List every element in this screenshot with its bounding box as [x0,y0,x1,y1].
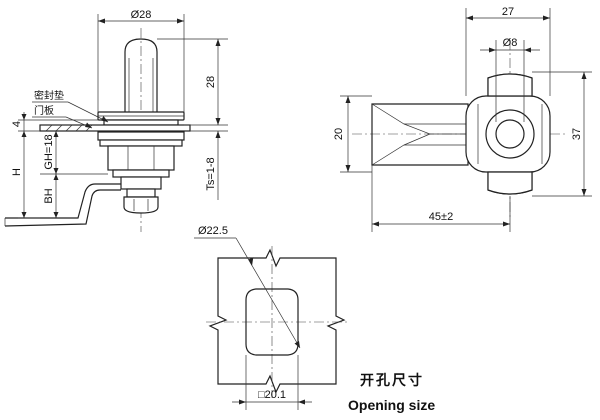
dim-h: H [11,168,23,176]
front-view: 27 Ø8 20 37 45±2 [333,6,592,232]
panel-breakline [208,248,346,394]
dim-opening-flat: □20.1 [258,389,286,401]
dim-height-right: 37 [571,128,583,140]
gasket [103,119,179,126]
dim-dia-top: Ø28 [131,9,152,21]
dim-gh: GH=18 [43,134,55,169]
cam [5,183,121,219]
hex-nut [107,145,175,171]
key-circle [485,109,535,159]
mounting-nut [97,131,185,141]
label-gasket: 密封垫 [34,89,64,102]
label-door-panel: 门板 [34,104,54,117]
dim-gasket-thickness: 4 [11,121,23,127]
dim-width-top: 27 [502,6,514,18]
shaft [120,176,162,190]
screw [126,188,156,198]
dim-ts: Ts=1-8 [205,157,217,190]
dim-stem-height: 28 [205,76,217,88]
dim-dia-small: Ø8 [503,37,518,49]
opening-size-view: Ø22.5 □20.1 开孔尺寸 Opening size [194,225,435,413]
cam-bar [371,103,469,166]
dim-height-left: 20 [333,128,345,140]
dim-opening-dia: Ø22.5 [198,225,228,237]
opening-title-en: Opening size [348,397,435,413]
dim-bh: BH [43,188,55,203]
opening-title-cn: 开孔尺寸 [360,372,424,389]
dim-length-bottom: 45±2 [429,211,453,223]
door-panel [39,124,191,132]
side-view: Ø28 28 Ts=1-8 4 H GH=18 BH [4,9,228,232]
handle-stem [124,38,158,112]
